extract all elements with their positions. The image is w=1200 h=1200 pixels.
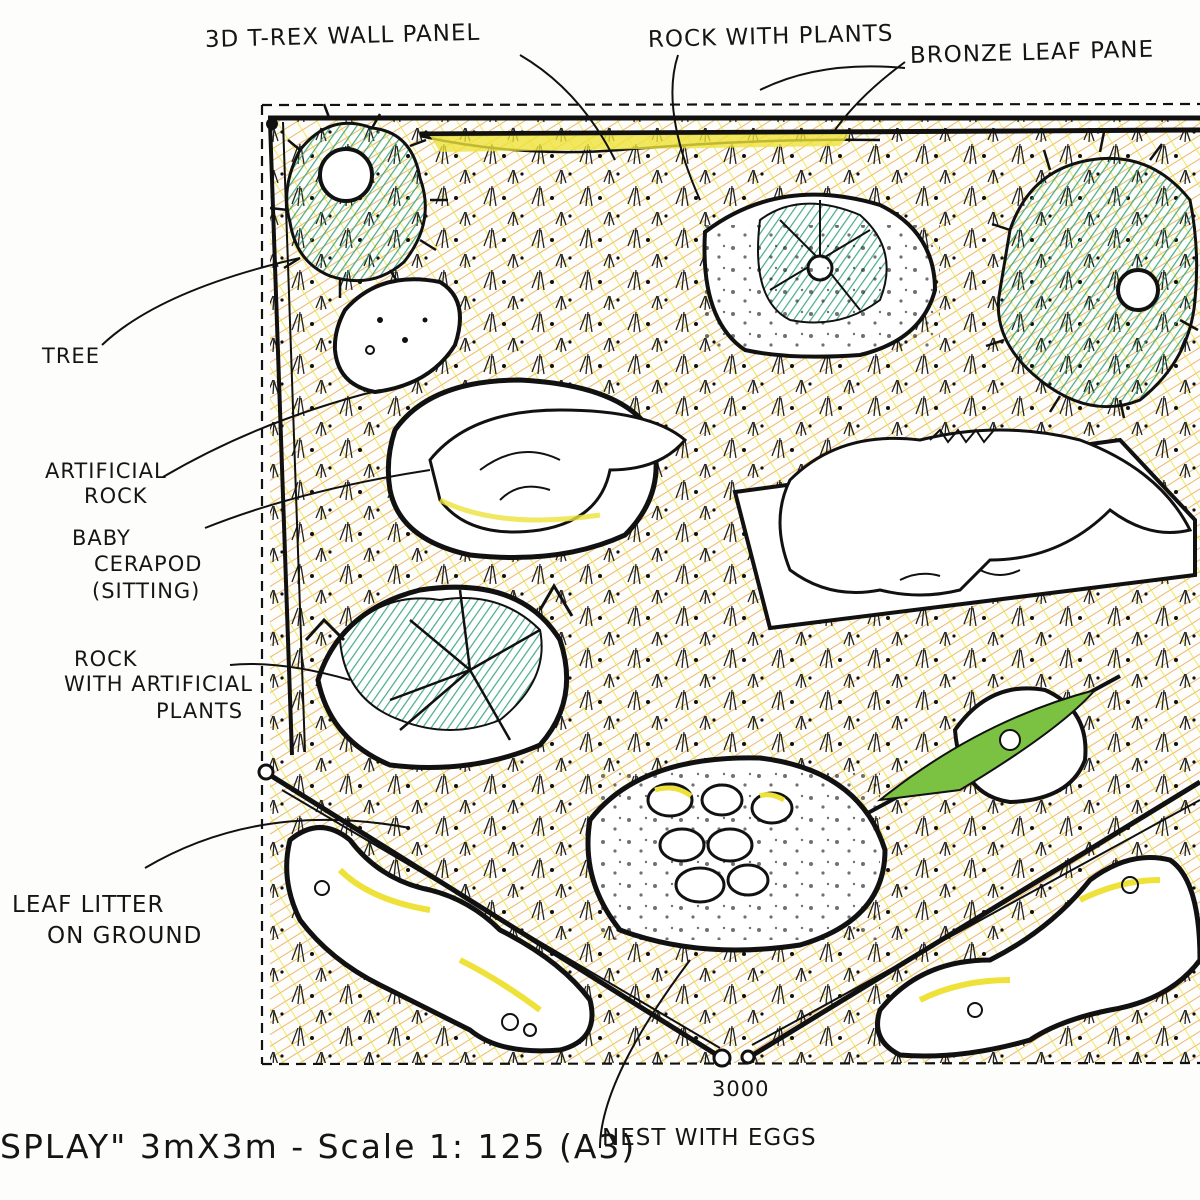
label-nest-with-eggs: NEST WITH EGGS [602,1125,817,1151]
trex-wall-panel [268,115,1200,154]
drawing-caption: SPLAY" 3mX3m - Scale 1: 125 (A3) [0,1127,637,1166]
label-rock-plants-line1: ROCK [74,647,138,671]
label-bronze-leaf-panel: BRONZE LEAF PANE [909,36,1155,69]
tree-top-left [269,103,448,298]
label-baby-ceratopod-line2: CERAPOD [94,552,203,576]
label-rock-plants-line3: PLANTS [156,699,244,723]
rock-with-artificial-plants [304,583,574,770]
label-tree: TREE [42,344,100,368]
display-boundary [260,102,1200,1066]
eggs [646,782,794,904]
baby-ceratopod-rock [385,377,688,560]
tree-top-right [985,131,1199,419]
artificial-rock [332,277,462,395]
left-post [266,118,306,756]
leader-lines [101,54,906,1149]
rock-with-plants [700,192,940,359]
front-barrier [257,763,1200,1068]
label-baby-ceratopod-line1: BABY [72,526,131,550]
label-artificial-rock-line1: ARTIFICIAL [45,459,167,483]
label-rock-plants-line2: WITH ARTIFICIAL [64,672,253,696]
nest-with-eggs [585,755,888,953]
label-leaf-litter-line2: ON GROUND [47,923,203,949]
label-leaf-litter-line1: LEAF LITTER [12,892,165,918]
leaf-litter-left [284,825,595,1054]
label-baby-ceratopod-line3: (SITTING) [92,579,201,603]
dimension-label: 3000 [712,1077,770,1101]
dinosaur-on-panel [732,428,1197,631]
label-artificial-rock-line2: ROCK [84,484,148,508]
small-creature [854,674,1121,822]
